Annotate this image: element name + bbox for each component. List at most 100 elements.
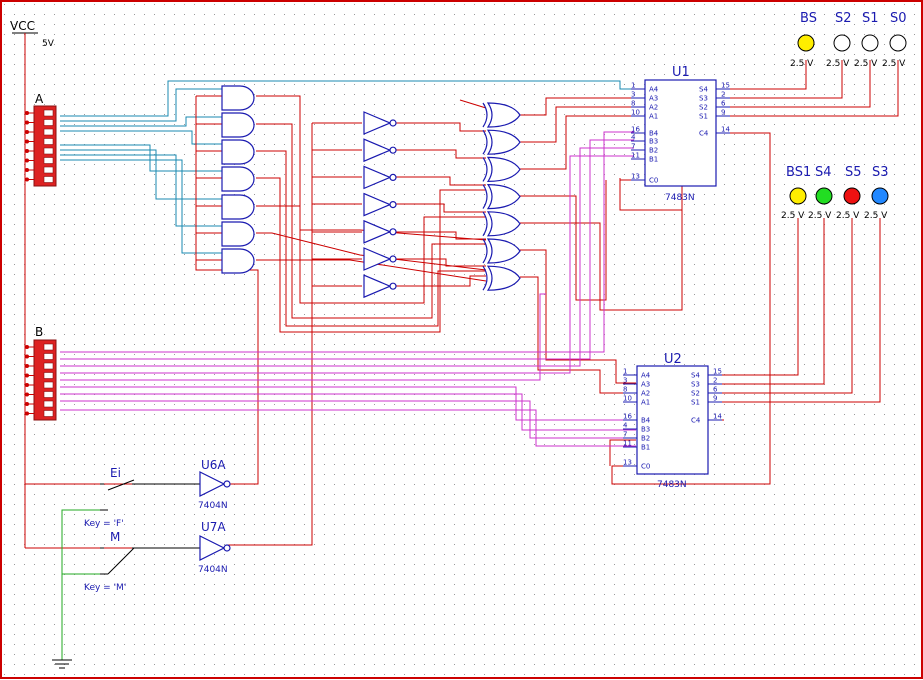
dip-key[interactable]: [43, 109, 54, 117]
not-gate-bubble: [389, 173, 397, 181]
switch-m-key: Key = 'M': [84, 583, 126, 593]
probe-voltage: 2.5 V: [836, 211, 860, 221]
xor-gate: [486, 265, 521, 291]
xor-output-wires: [520, 97, 771, 485]
xor-gate: [486, 102, 521, 128]
probe-lamp[interactable]: [815, 187, 833, 205]
dip-key[interactable]: [43, 400, 54, 408]
dip-key[interactable]: [43, 372, 54, 379]
pin-number: 7: [631, 143, 635, 151]
not-gate-bubble: [389, 255, 397, 263]
pin-name: A1: [641, 399, 650, 407]
pin-name: B2: [649, 147, 658, 155]
not-gate: [363, 219, 392, 244]
pin-number: 16: [631, 126, 640, 134]
xor-gate-curve: [482, 211, 488, 237]
probe-lamp[interactable]: [889, 34, 907, 52]
not-gate: [363, 111, 392, 135]
u7a-label: U7A: [201, 520, 226, 534]
dip-key[interactable]: [43, 157, 54, 164]
pin-number: 7: [623, 431, 627, 439]
dip-key[interactable]: [43, 147, 54, 155]
u2-part: 7483N: [657, 480, 687, 490]
not-gate: [363, 247, 392, 271]
probe-voltage: 2.5 V: [882, 59, 906, 69]
pin-name: B3: [649, 138, 658, 146]
probe-label: S0: [890, 11, 907, 26]
switch-m-label: M: [110, 530, 120, 544]
vcc-label: VCC: [10, 19, 35, 33]
u1-output-wires: [716, 60, 899, 117]
pin-name: A4: [641, 372, 651, 380]
u7a-part: 7404N: [198, 565, 228, 575]
pin-number: 2: [721, 91, 725, 99]
probe-lamp[interactable]: [871, 187, 889, 205]
dip-key[interactable]: [43, 128, 54, 136]
probe-voltage: 2.5 V: [781, 211, 805, 221]
and-gate: [221, 139, 255, 165]
pin-number: 3: [631, 91, 635, 99]
and-gate: [221, 248, 255, 274]
pin-number: 4: [623, 422, 628, 430]
pin-name: S3: [691, 381, 700, 389]
dip-key[interactable]: [43, 138, 54, 145]
pin-number: 13: [631, 173, 640, 181]
dip-key[interactable]: [43, 410, 54, 417]
and-gate: [221, 166, 255, 192]
u1-label: U1: [672, 65, 690, 80]
xor-gates: [482, 102, 521, 291]
dip-key[interactable]: [43, 119, 54, 126]
and-gate: [221, 112, 255, 138]
pin-name: B1: [649, 156, 658, 164]
probe-lamp[interactable]: [797, 34, 815, 52]
switch-m[interactable]: M Key = 'M': [84, 530, 135, 593]
pin-number: 9: [713, 395, 717, 403]
dip-b-label: B: [35, 325, 43, 339]
pin-name: S4: [691, 372, 700, 380]
not-gate-bubble: [389, 146, 397, 154]
dip-key[interactable]: [43, 353, 54, 360]
probe-lamp[interactable]: [789, 187, 807, 205]
u1-part: 7483N: [665, 193, 695, 203]
xor-gate-curve: [482, 184, 488, 209]
pin-number: 13: [623, 459, 632, 467]
pin-number: 14: [713, 413, 722, 421]
pin-name: A4: [649, 86, 659, 94]
dip-key[interactable]: [43, 176, 54, 183]
pin-name: A1: [649, 113, 658, 121]
and-gate: [221, 194, 255, 220]
xor-gate-curve: [482, 238, 488, 264]
switch-ei-label: Ei: [110, 466, 121, 480]
pin-name: B4: [641, 417, 651, 425]
probe-voltage: 2.5 V: [790, 59, 814, 69]
dip-switch-a[interactable]: A: [25, 92, 57, 187]
probe-lamp[interactable]: [843, 187, 861, 205]
probe-voltage: 2.5 V: [864, 211, 888, 221]
xor-gate: [486, 156, 521, 183]
pin-number: 8: [631, 100, 635, 108]
switch-ei[interactable]: Ei Key = 'F': [84, 466, 135, 529]
u6a-label: U6A: [201, 458, 226, 472]
u2-label: U2: [664, 352, 682, 367]
probe-label: S1: [862, 11, 879, 26]
and-output-wires: [256, 95, 487, 333]
pin-name: A2: [649, 104, 658, 112]
xor-gate: [486, 129, 521, 155]
pin-number: 16: [623, 413, 632, 421]
probe-lamp[interactable]: [833, 34, 851, 52]
dip-key[interactable]: [43, 381, 54, 389]
dip-key[interactable]: [43, 343, 54, 351]
dip-key[interactable]: [43, 391, 54, 398]
dip-key[interactable]: [43, 166, 54, 174]
xor-gate-curve: [482, 265, 488, 291]
probe-lamp[interactable]: [861, 34, 879, 52]
pin-name: S1: [699, 113, 708, 121]
dip-key[interactable]: [43, 362, 54, 370]
switch-ei-key: Key = 'F': [84, 519, 124, 529]
ground-wires: [61, 509, 100, 660]
dip-switch-b[interactable]: B: [25, 325, 57, 421]
